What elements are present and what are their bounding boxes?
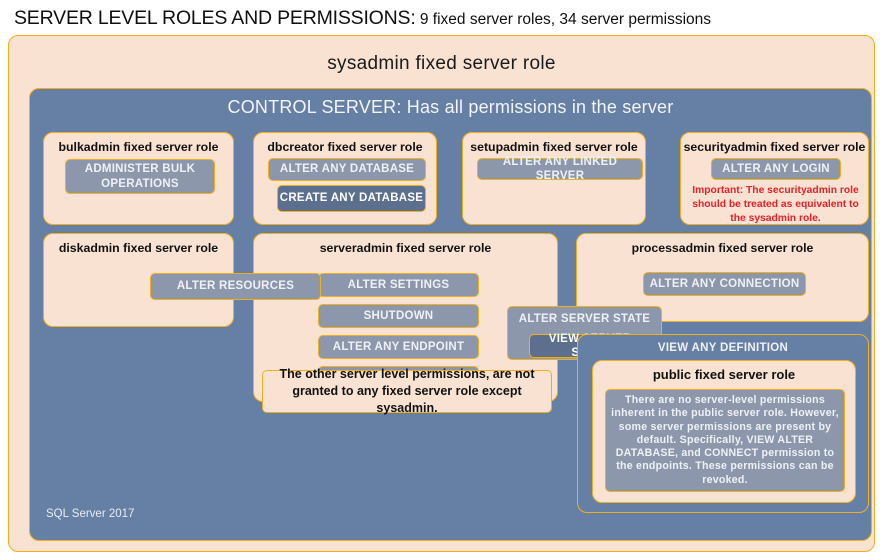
role-label-serveradmin: serveradmin fixed server role [319,241,492,255]
role-label-securityadmin: securityadmin fixed server role [683,140,866,154]
role-card-setupadmin: setupadmin fixed server role ALTER ANY L… [462,132,646,225]
permission-view-any-definition: VIEW ANY DEFINITION [657,342,789,354]
role-label-diskadmin: diskadmin fixed server role [58,241,219,255]
role-label-dbcreator: dbcreator fixed server role [267,140,423,154]
sysadmin-role-container: sysadmin fixed server role CONTROL SERVE… [8,35,875,552]
role-label-bulkadmin: bulkadmin fixed server role [58,140,219,154]
role-label-processadmin: processadmin fixed server role [631,241,814,255]
sysadmin-role-label: sysadmin fixed server role [327,53,556,74]
permission-alter-settings: ALTER SETTINGS [318,273,479,297]
permission-shutdown: SHUTDOWN [318,304,479,328]
permission-alter-any-login: ALTER ANY LOGIN [711,158,841,180]
permission-alter-any-endpoint: ALTER ANY ENDPOINT [318,335,479,359]
role-card-bulkadmin: bulkadmin fixed server role ADMINISTER B… [43,132,234,225]
control-server-panel: CONTROL SERVER: Has all permissions in t… [29,88,872,541]
footer-version-label: SQL Server 2017 [46,508,135,520]
role-card-dbcreator: dbcreator fixed server role ALTER ANY DA… [253,132,437,225]
role-card-securityadmin: securityadmin fixed server role ALTER AN… [680,132,869,225]
permission-alter-resources: ALTER RESOURCES [150,273,321,300]
page-title-subtitle: 9 fixed server roles, 34 server permissi… [415,11,712,28]
permission-alter-any-database: ALTER ANY DATABASE [268,158,426,181]
permission-alter-any-connection: ALTER ANY CONNECTION [643,272,806,296]
note-other-server-permissions: The other server level permissions, are … [262,367,552,415]
public-role-description: There are no server-level permissions in… [605,389,845,492]
view-any-definition-container: VIEW ANY DEFINITION public fixed server … [577,334,869,513]
permission-alter-any-linked-server: ALTER ANY LINKED SERVER [477,156,643,182]
role-label-setupadmin: setupadmin fixed server role [470,140,638,154]
role-card-public: public fixed server role There are no se… [592,360,856,503]
role-label-public: public fixed server role [652,367,796,382]
permission-administer-bulk-operations: ADMINISTER BULK OPERATIONS [65,159,215,194]
page-title: SERVER LEVEL ROLES AND PERMISSIONS: 9 fi… [14,7,711,30]
securityadmin-warning-text: Important: The securityadmin role should… [692,185,859,224]
control-server-label: CONTROL SERVER: Has all permissions in t… [227,97,674,117]
page-title-main: SERVER LEVEL ROLES AND PERMISSIONS: [14,7,416,29]
permission-create-any-database: CREATE ANY DATABASE [277,185,426,212]
